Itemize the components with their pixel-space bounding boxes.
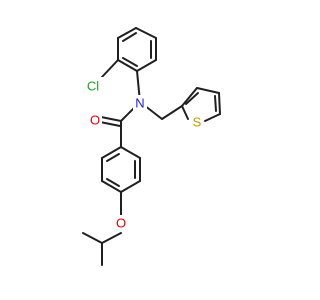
chlorine-label: Cl (87, 79, 99, 94)
isopropyl-methyl-left (82, 232, 103, 244)
structure-canvas: Cl O N S O (82, 27, 221, 266)
nitrogen-label: N (135, 96, 144, 111)
thiophene-ring (181, 87, 221, 122)
carbonyl-oxygen-label: O (90, 113, 100, 128)
o-isopropyl-bond (101, 232, 122, 244)
atom-chlorine: Cl (84, 77, 104, 94)
ch2-thiophene-bond (161, 105, 183, 120)
atom-nitrogen: N (133, 95, 147, 111)
molecule-structure-diagram: Cl O N S O (82, 27, 221, 266)
atom-ether-oxygen: O (114, 215, 128, 231)
c-cl-bond (101, 59, 119, 78)
carbonyl-double-bond (99, 116, 122, 127)
benzene-ring (101, 146, 141, 193)
ether-oxygen-label: O (116, 216, 126, 231)
atom-carbonyl-oxygen: O (88, 112, 102, 128)
chlorophenyl-ring (117, 27, 157, 72)
sulfur-label: S (193, 115, 202, 130)
atom-sulfur: S (190, 114, 204, 130)
